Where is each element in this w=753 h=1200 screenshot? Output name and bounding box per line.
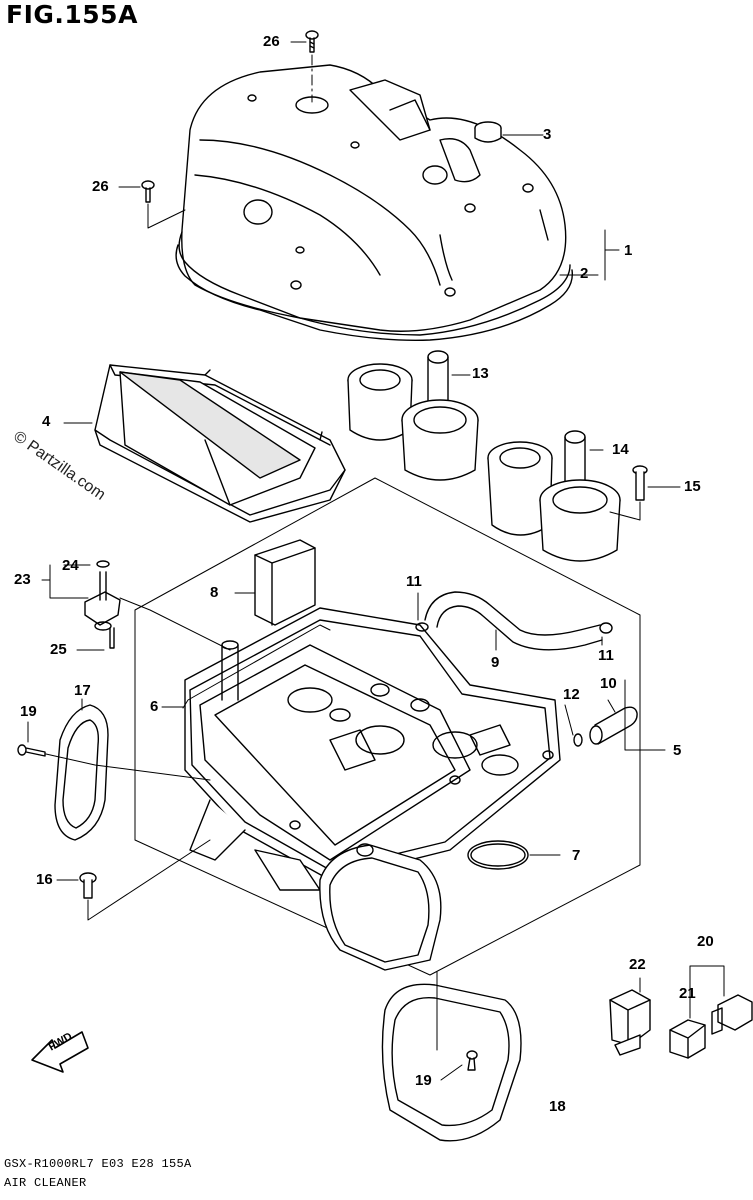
leader-dash bbox=[45, 753, 211, 781]
drain-plug-part bbox=[573, 706, 638, 747]
callout-9: 9 bbox=[491, 654, 500, 671]
air-cleaner-housing-part bbox=[184, 607, 561, 891]
lower-filter-part bbox=[381, 983, 522, 1142]
connector-part bbox=[711, 994, 753, 1035]
leader-dash bbox=[147, 203, 186, 229]
callout-20: 20 bbox=[697, 933, 714, 950]
o-ring-part bbox=[467, 840, 529, 870]
screw-part bbox=[466, 1050, 478, 1071]
clamp-part bbox=[599, 622, 613, 634]
callout-26-top: 26 bbox=[263, 33, 280, 50]
callout-16: 16 bbox=[36, 871, 53, 888]
callout-2: 2 bbox=[580, 265, 589, 282]
callout-6: 6 bbox=[150, 698, 159, 715]
leader-dash bbox=[609, 501, 641, 521]
air-cleaner-cover-part bbox=[175, 64, 574, 341]
callout-4: 4 bbox=[42, 413, 51, 430]
callout-17: 17 bbox=[74, 682, 91, 699]
bolt-part bbox=[79, 872, 97, 899]
callout-12: 12 bbox=[563, 686, 580, 703]
callout-10: 10 bbox=[600, 675, 617, 692]
leader-lines bbox=[27, 41, 691, 1081]
filter-block-part bbox=[254, 539, 316, 626]
screw-part bbox=[141, 30, 319, 203]
bolt-part bbox=[632, 465, 648, 501]
leader-dash bbox=[119, 597, 231, 651]
grommet-part bbox=[474, 121, 502, 143]
callout-7: 7 bbox=[572, 847, 581, 864]
callout-22: 22 bbox=[629, 956, 646, 973]
assembly-name: AIR CLEANER bbox=[4, 1176, 87, 1190]
callout-19-lower: 19 bbox=[415, 1072, 432, 1089]
callout-24: 24 bbox=[62, 557, 79, 574]
forward-arrow-icon bbox=[31, 1031, 89, 1073]
sensor-mount-part bbox=[84, 560, 121, 649]
leader-dash bbox=[87, 839, 211, 921]
callout-1: 1 bbox=[624, 242, 633, 259]
figure-title: FIG.155A bbox=[6, 0, 138, 29]
clamp-part bbox=[415, 622, 429, 632]
callout-25: 25 bbox=[50, 641, 67, 658]
bracket-clip-part bbox=[609, 989, 651, 1056]
seal-part bbox=[182, 624, 331, 709]
intake-funnel-part bbox=[487, 430, 621, 562]
side-cover-part bbox=[54, 704, 109, 841]
intake-funnel-part bbox=[347, 350, 479, 481]
o-ring-inner bbox=[470, 843, 526, 867]
callout-18: 18 bbox=[549, 1098, 566, 1115]
assembly-boundary bbox=[134, 477, 641, 976]
callout-19-left: 19 bbox=[20, 703, 37, 720]
callout-11-upper: 11 bbox=[406, 573, 422, 590]
model-code: GSX-R1000RL7 E03 E28 155A bbox=[4, 1157, 192, 1171]
callout-11-lower: 11 bbox=[598, 647, 614, 664]
callout-21: 21 bbox=[679, 985, 696, 1002]
callout-15: 15 bbox=[684, 478, 701, 495]
callout-3: 3 bbox=[543, 126, 552, 143]
screw-part bbox=[17, 744, 46, 757]
callout-5: 5 bbox=[673, 742, 682, 759]
callout-23: 23 bbox=[14, 571, 31, 588]
intake-duct-part bbox=[319, 843, 442, 971]
coupler-part bbox=[669, 1019, 706, 1059]
callout-26-left: 26 bbox=[92, 178, 109, 195]
callout-8: 8 bbox=[210, 584, 219, 601]
callout-13: 13 bbox=[472, 365, 489, 382]
breather-hose-part bbox=[424, 591, 603, 651]
air-filter-element-part bbox=[94, 364, 346, 523]
callout-14: 14 bbox=[612, 441, 629, 458]
